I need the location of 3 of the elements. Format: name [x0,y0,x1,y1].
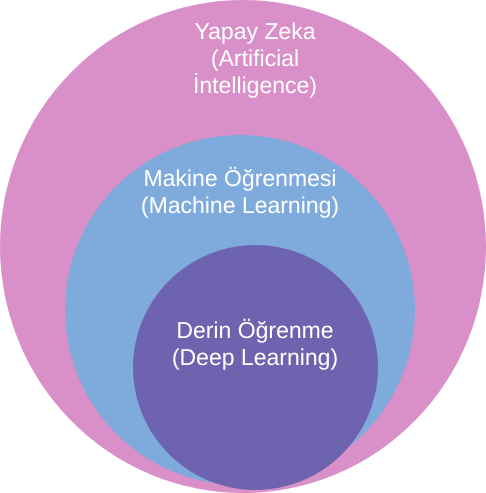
category-label: Makine Öğrenmesi (Machine Learning) [140,165,340,219]
category-label: Yapay Zeka (Artificial İntelligence) [192,18,318,99]
category-label: Derin Öğrenme (Deep Learning) [170,317,340,371]
